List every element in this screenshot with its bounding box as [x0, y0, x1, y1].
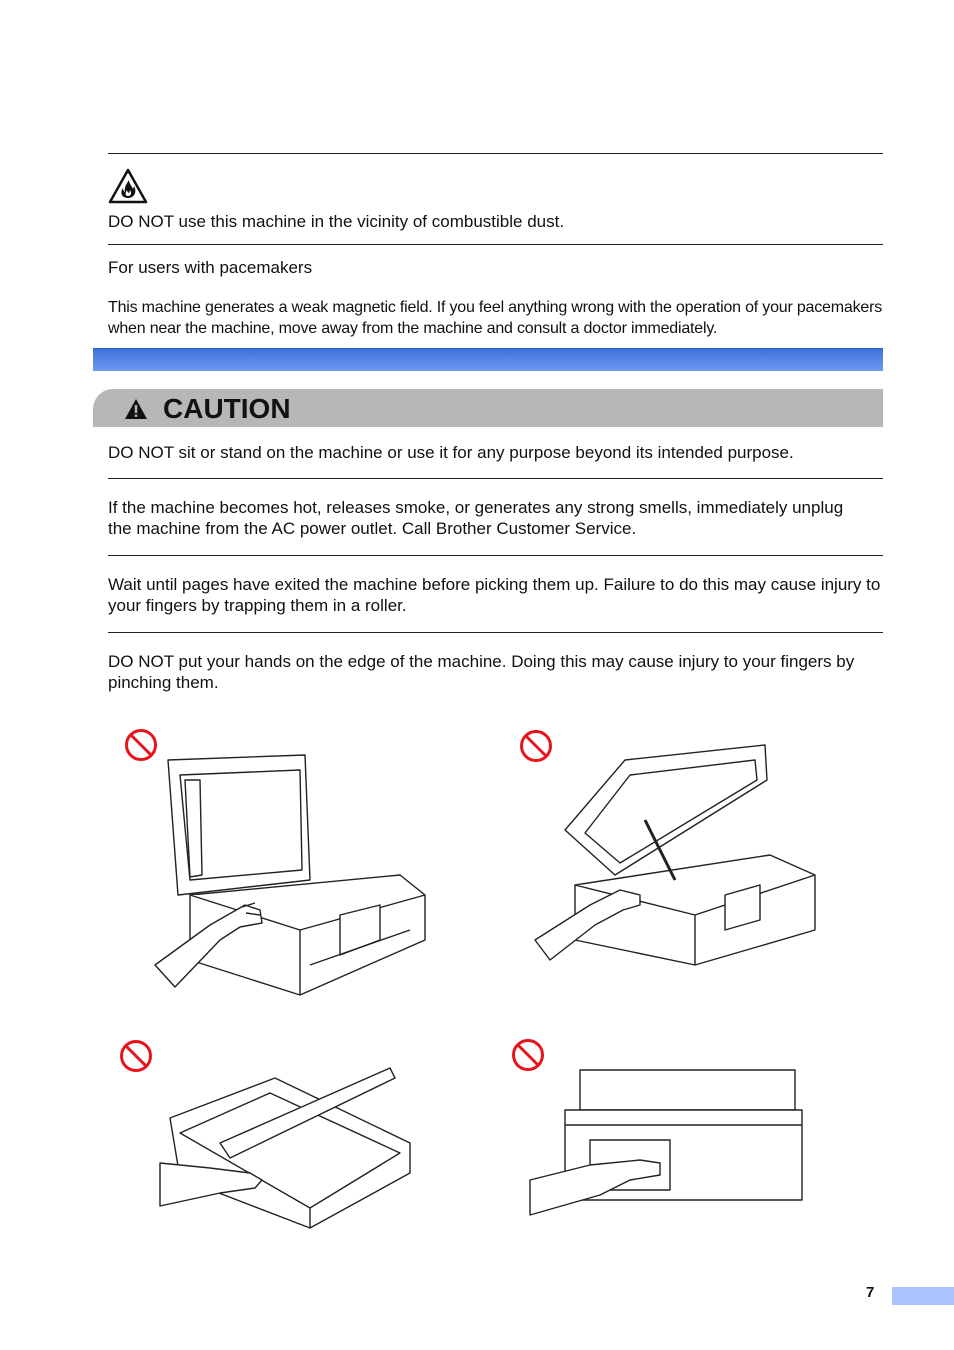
flammable-warning-icon	[108, 168, 148, 204]
illustration-paper-tray	[110, 1030, 430, 1240]
prohibited-icon	[120, 1040, 152, 1072]
caution-item-edge-pinch: DO NOT put your hands on the edge of the…	[108, 652, 855, 692]
warning-triangle-icon	[125, 399, 147, 419]
caution-item-overheat: If the machine becomes hot, releases smo…	[108, 498, 844, 538]
pacemaker-heading: For users with pacemakers	[108, 258, 313, 277]
illustration-scanner-lid-open	[115, 720, 435, 1010]
prohibited-icon	[512, 1039, 544, 1071]
combustible-dust-warning: DO NOT use this machine in the vicinity …	[108, 212, 565, 231]
page-number: 7	[866, 1284, 875, 1301]
printer-drawing	[154, 754, 426, 996]
caution-banner	[93, 389, 883, 427]
page-tab	[892, 1287, 954, 1305]
prohibited-icon	[125, 729, 157, 761]
section-header-bar	[93, 348, 883, 371]
paper-tray-drawing	[159, 1067, 411, 1229]
caution-item-sit-stand: DO NOT sit or stand on the machine or us…	[108, 443, 794, 462]
prohibited-icon	[520, 730, 552, 762]
illustration-scanner-support-arm	[510, 720, 830, 980]
printer-drawing	[534, 744, 816, 966]
illustration-machine-rear	[505, 1030, 825, 1230]
divider	[108, 478, 883, 479]
caution-item-pages-exit: Wait until pages have exited the machine…	[108, 575, 881, 615]
divider	[108, 555, 883, 556]
pacemaker-text: This machine generates a weak magnetic f…	[108, 299, 882, 337]
printer-drawing	[529, 1069, 803, 1216]
caution-label: CAUTION	[163, 393, 291, 424]
top-divider	[108, 153, 883, 154]
divider	[108, 632, 883, 633]
divider	[108, 244, 883, 245]
